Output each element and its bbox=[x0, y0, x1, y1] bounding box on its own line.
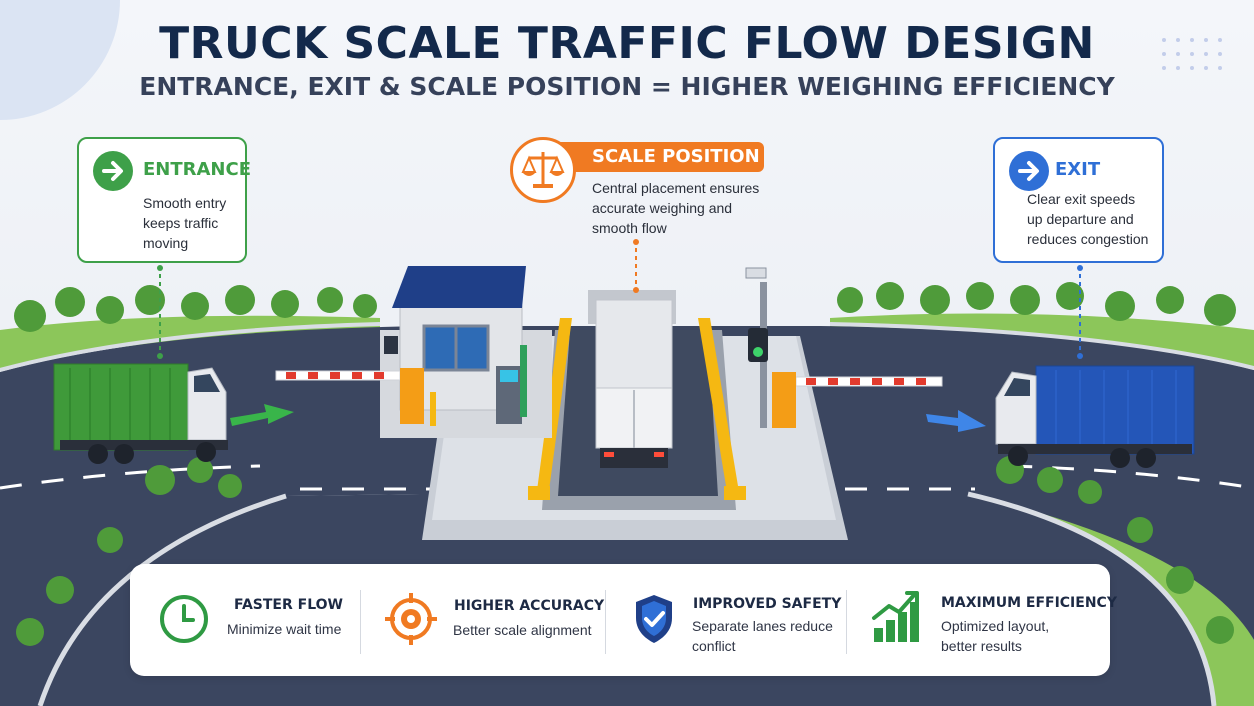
divider bbox=[360, 590, 361, 654]
entrance-title: ENTRANCE bbox=[143, 159, 251, 180]
camera bbox=[745, 267, 767, 279]
scale-position-text: Central placement ensures accurate weigh… bbox=[592, 180, 760, 236]
feature-title: IMPROVED SAFETY bbox=[693, 596, 842, 612]
arrow-right-icon bbox=[93, 151, 133, 191]
entrance-gate-post bbox=[400, 368, 424, 424]
clock-icon bbox=[160, 595, 208, 643]
feature-higher-accuracy: HIGHER ACCURACY Better scale alignment bbox=[361, 564, 605, 676]
grass-bottom-right bbox=[966, 486, 1254, 706]
rail-base-right bbox=[724, 486, 746, 500]
booth-roof bbox=[392, 266, 526, 308]
exit-gate-post bbox=[772, 372, 796, 428]
feature-text: Separate lanes reduce conflict bbox=[692, 618, 833, 654]
feature-maximum-efficiency: MAXIMUM EFFICIENCY Optimized layout, bet… bbox=[847, 564, 1117, 676]
entrance-flow-arrow bbox=[230, 404, 294, 426]
feature-text: Optimized layout, better results bbox=[941, 618, 1050, 654]
divider bbox=[846, 590, 847, 654]
rail-base-left bbox=[528, 486, 550, 500]
curb-bottom-left bbox=[37, 493, 287, 706]
lane-marking-right bbox=[1009, 464, 1254, 490]
arrow-right-icon bbox=[1009, 151, 1049, 191]
feature-improved-safety: IMPROVED SAFETY Separate lanes reduce co… bbox=[606, 564, 846, 676]
trees bbox=[14, 282, 1236, 646]
feature-title: FASTER FLOW bbox=[234, 597, 343, 613]
feature-text: Minimize wait time bbox=[227, 621, 342, 637]
entrance-callout: ENTRANCE Smooth entry keeps traffic movi… bbox=[77, 137, 251, 263]
exit-flow-arrow bbox=[926, 410, 986, 432]
entrance-truck bbox=[53, 363, 228, 464]
traffic-light bbox=[748, 328, 768, 362]
feature-faster-flow: FASTER FLOW Minimize wait time bbox=[130, 564, 360, 676]
growth-chart-icon bbox=[872, 591, 919, 642]
guard-rail-left bbox=[536, 318, 572, 498]
feature-title: MAXIMUM EFFICIENCY bbox=[941, 595, 1117, 611]
scale-position-title: SCALE POSITION bbox=[592, 146, 760, 167]
scale-title-pill bbox=[560, 142, 764, 172]
curb-left bbox=[0, 322, 381, 372]
curb-bottom-right bbox=[967, 491, 1217, 706]
exit-title: EXIT bbox=[1055, 159, 1101, 180]
curb-right bbox=[829, 322, 1254, 370]
page-title: TRUCK SCALE TRAFFIC FLOW DESIGN bbox=[159, 18, 1095, 69]
entrance-text: Smooth entry keeps traffic moving bbox=[143, 195, 227, 251]
exit-text: Clear exit speeds up departure and reduc… bbox=[1027, 191, 1149, 247]
scale-position-callout bbox=[510, 137, 764, 205]
shield-check-icon bbox=[636, 595, 672, 643]
corner-decoration bbox=[0, 0, 120, 120]
feature-title: HIGHER ACCURACY bbox=[454, 598, 605, 614]
scales-icon bbox=[510, 137, 576, 203]
target-icon bbox=[385, 593, 437, 645]
guard-rail-right bbox=[698, 318, 740, 498]
divider bbox=[605, 590, 606, 654]
benefits-panel: FASTER FLOW Minimize wait time HIGHER AC… bbox=[130, 564, 1117, 676]
exit-truck bbox=[995, 365, 1195, 468]
feature-text: Better scale alignment bbox=[453, 622, 592, 638]
page-subtitle: ENTRANCE, EXIT & SCALE POSITION = HIGHER… bbox=[139, 72, 1115, 101]
lane-marking-left bbox=[0, 464, 261, 490]
exit-callout: EXIT Clear exit speeds up departure and … bbox=[993, 137, 1164, 263]
